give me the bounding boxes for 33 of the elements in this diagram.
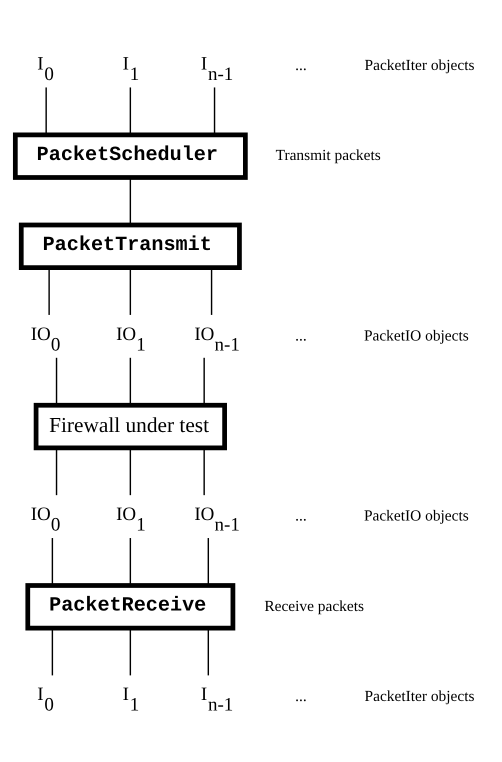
label: PacketIter objects <box>364 56 474 74</box>
connector <box>52 538 54 585</box>
label: Transmit packets <box>276 146 381 164</box>
label: ... <box>295 326 307 344</box>
connector <box>130 357 132 405</box>
connector <box>214 86 216 134</box>
connector <box>203 447 205 495</box>
connector <box>208 628 210 675</box>
node-box: Firewall under test <box>34 402 227 450</box>
connector <box>208 538 210 585</box>
node-box: PacketTransmit <box>18 222 242 270</box>
connector <box>56 447 58 495</box>
connector <box>45 86 47 134</box>
connector <box>130 86 132 134</box>
node-box: PacketReceive <box>25 582 236 630</box>
connector <box>130 267 132 314</box>
connector <box>130 628 132 675</box>
connector <box>203 357 205 405</box>
connector <box>48 267 50 314</box>
label: PacketIO objects <box>364 326 469 344</box>
label: PacketIter objects <box>364 687 474 704</box>
label: PacketIO objects <box>364 507 469 524</box>
label: ... <box>295 56 307 74</box>
connector <box>52 628 54 675</box>
label: ... <box>295 687 307 704</box>
connector <box>130 177 132 224</box>
label: ... <box>295 507 307 524</box>
connector <box>130 538 132 585</box>
connector <box>56 357 58 405</box>
connector <box>210 267 212 314</box>
label: Receive packets <box>264 597 364 614</box>
node-box: PacketScheduler <box>12 132 248 180</box>
connector <box>130 447 132 495</box>
